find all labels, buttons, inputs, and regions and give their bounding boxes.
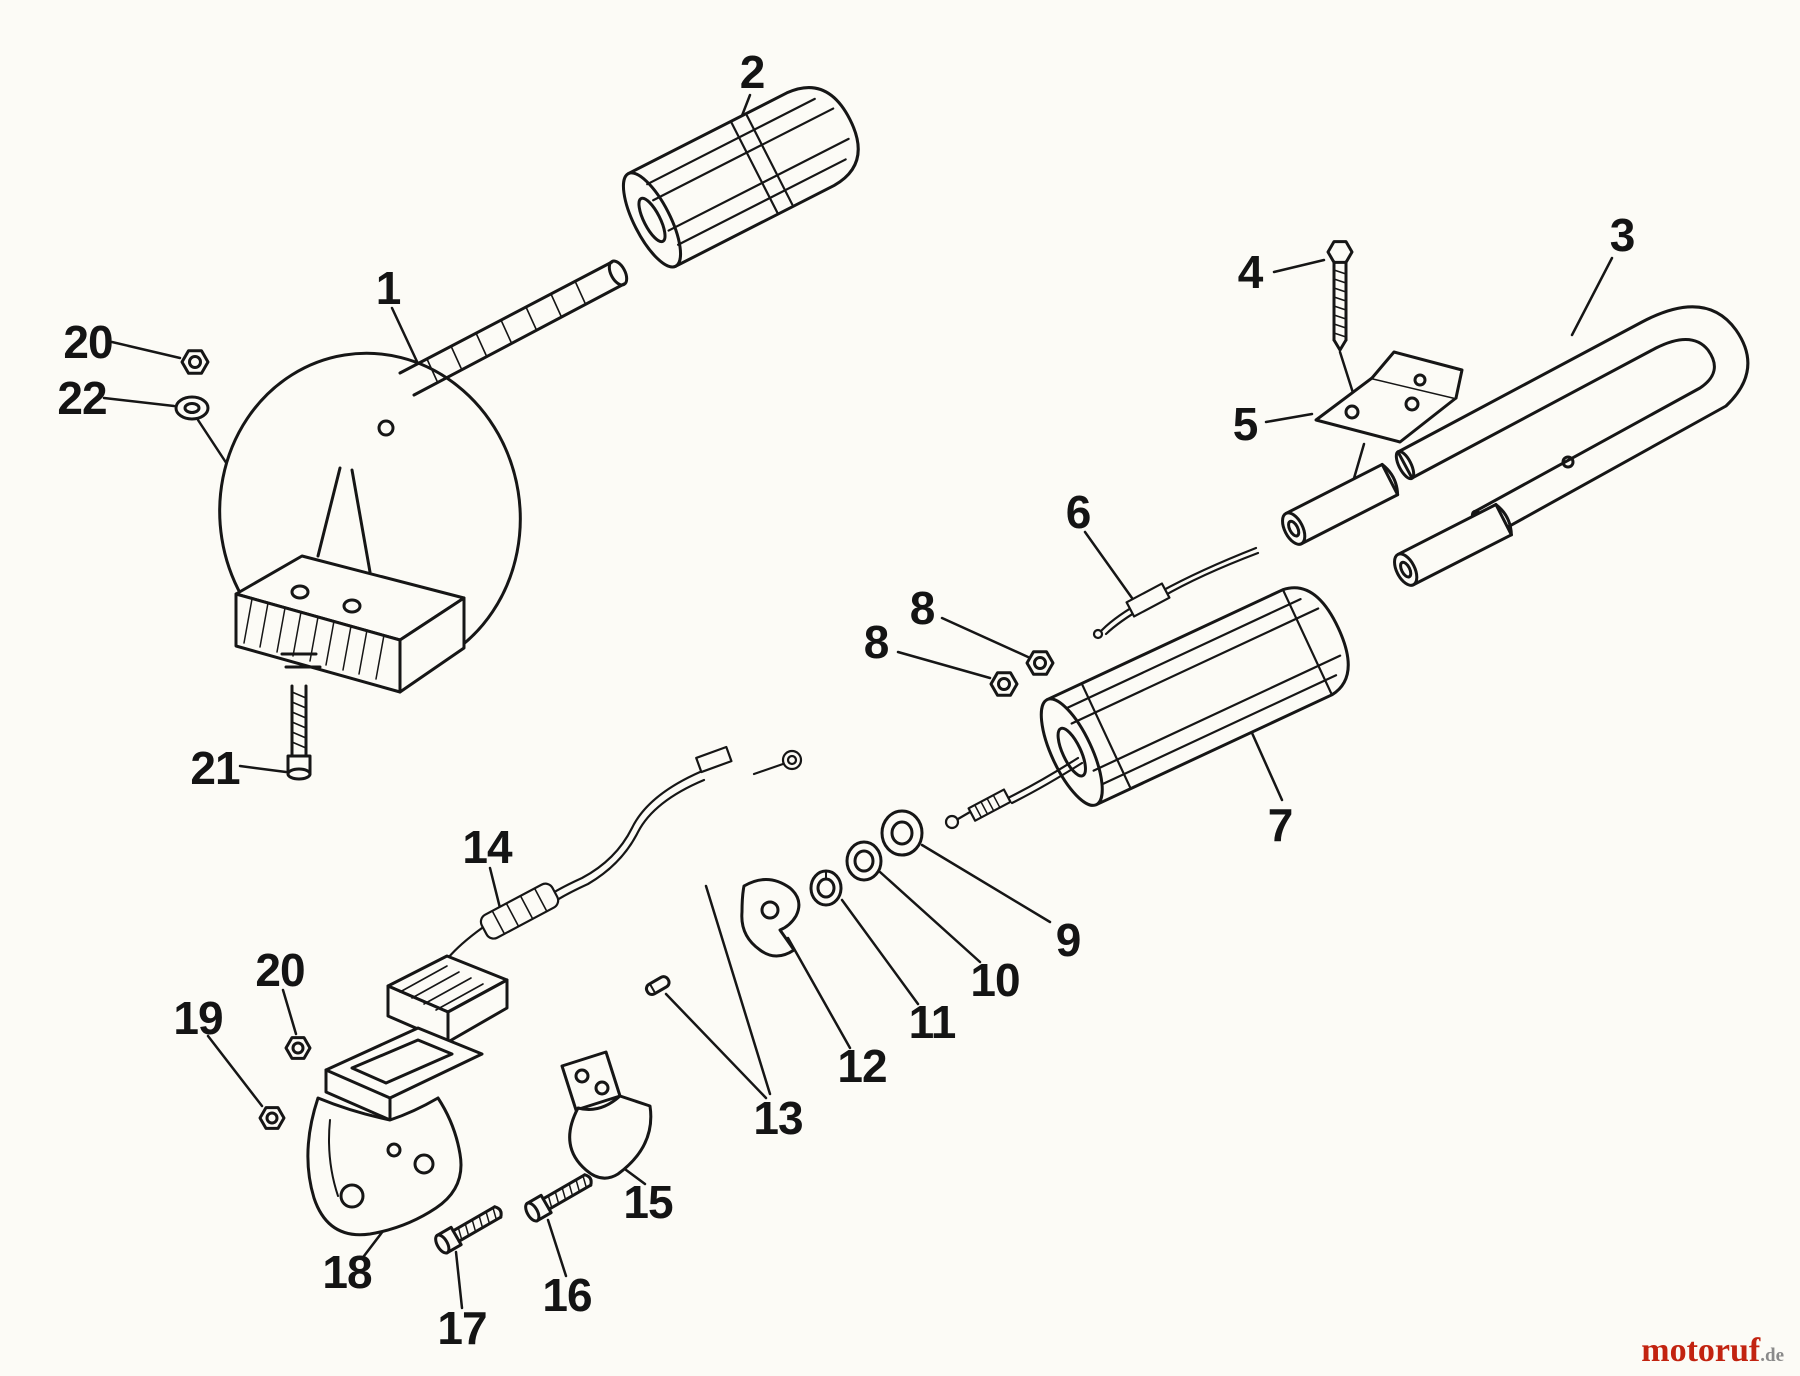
leader-line-8-lower	[896, 650, 992, 680]
part-2-handle-grip	[621, 86, 860, 269]
callout-18: 18	[322, 1246, 372, 1298]
callout-2: 2	[739, 46, 766, 98]
leader-line-14	[488, 866, 502, 910]
shaft-tube	[398, 259, 629, 397]
part-10-washer	[845, 840, 883, 882]
callout-16: 16	[542, 1269, 592, 1321]
leader-line-17	[454, 1250, 464, 1310]
leader-line-21	[238, 764, 288, 774]
leader-line-7	[1246, 722, 1284, 802]
callout-22: 22	[57, 372, 107, 424]
part-21-screw	[280, 652, 322, 781]
part-20-nut-top	[180, 349, 210, 375]
part-3-u-handlebar	[1394, 305, 1750, 541]
watermark-logo[interactable]: motoruf.de	[1641, 1334, 1784, 1368]
leader-line-11	[840, 898, 920, 1006]
callout-5: 5	[1232, 398, 1259, 450]
callout-1: 1	[375, 262, 402, 314]
callout-4: 4	[1237, 246, 1264, 298]
callout-7: 7	[1267, 799, 1294, 851]
callout-17: 17	[437, 1302, 487, 1354]
callout-11: 11	[908, 996, 957, 1048]
part-20-nut-lower	[284, 1036, 312, 1060]
leader-line-19	[206, 1034, 264, 1108]
part-22-washer	[174, 395, 210, 421]
part-6-throttle-cable	[1092, 546, 1260, 640]
callout-20-top: 20	[63, 316, 113, 368]
gusset-lines	[316, 466, 372, 574]
callout-3: 3	[1609, 209, 1636, 261]
part-4-screw	[1326, 240, 1354, 352]
leader-line-5	[1264, 412, 1314, 424]
leader-line-20-lower	[281, 988, 298, 1036]
callout-9: 9	[1055, 914, 1082, 966]
leader-line-22	[102, 396, 176, 408]
callout-12: 12	[837, 1040, 887, 1092]
part-19-nut	[258, 1106, 286, 1130]
part-18-switch-housing	[306, 1026, 484, 1237]
part-9-bushing	[880, 809, 924, 857]
break-marks	[280, 652, 322, 669]
leader-line-4	[1272, 258, 1326, 274]
leader-line-6	[1083, 530, 1134, 600]
leader-line-13b	[704, 884, 772, 1096]
part-11-collar	[809, 869, 843, 907]
leader-line-16	[546, 1218, 568, 1278]
leader-line-20-top	[110, 340, 182, 360]
part-7-throttle-grip	[944, 586, 1350, 830]
callout-19: 19	[173, 992, 223, 1044]
part-3-tube-stub-left	[1281, 462, 1400, 546]
part-12-cam-lever	[740, 878, 801, 958]
part-16-bolt	[524, 1173, 593, 1223]
leader-line-9	[920, 843, 1052, 924]
callout-8-lower: 8	[863, 616, 890, 668]
leader-line-3	[1570, 256, 1614, 337]
part-8-nut-outer	[1025, 650, 1055, 676]
callout-13: 13	[753, 1092, 803, 1144]
part-17-bolt	[434, 1205, 503, 1255]
grip-cable-end	[944, 756, 1084, 830]
callout-21: 21	[190, 742, 240, 794]
callout-8-upper: 8	[909, 582, 936, 634]
leader-lines	[102, 93, 1614, 1310]
part-14-wiring-harness	[386, 745, 803, 1044]
leader-line-1	[390, 306, 422, 370]
part-5-bracket-plate	[1314, 350, 1464, 444]
callout-14: 14	[462, 821, 512, 873]
callout-6: 6	[1065, 486, 1092, 538]
part-1-guard-disc	[218, 259, 629, 694]
callout-20-lower: 20	[255, 944, 305, 996]
callout-10: 10	[970, 954, 1020, 1006]
watermark-brand-text[interactable]: motoruf	[1641, 1332, 1761, 1369]
connector-block	[386, 954, 509, 1044]
leader-line-8-upper	[940, 616, 1030, 659]
part-15-throttle-trigger	[560, 1050, 653, 1180]
leader-line-13a	[664, 992, 768, 1100]
assembly-line-screw4-to-bracket	[1338, 350, 1356, 398]
leader-line-10	[878, 870, 982, 964]
watermark-suffix-text: .de	[1760, 1345, 1784, 1366]
part-13-pivot-pin	[644, 975, 671, 996]
part-3-tube-stub-right	[1393, 503, 1513, 587]
leader-line-12	[786, 936, 852, 1050]
mounting-bracket	[234, 554, 466, 694]
part-8-nut-inner	[989, 671, 1019, 697]
callout-15: 15	[623, 1176, 673, 1228]
